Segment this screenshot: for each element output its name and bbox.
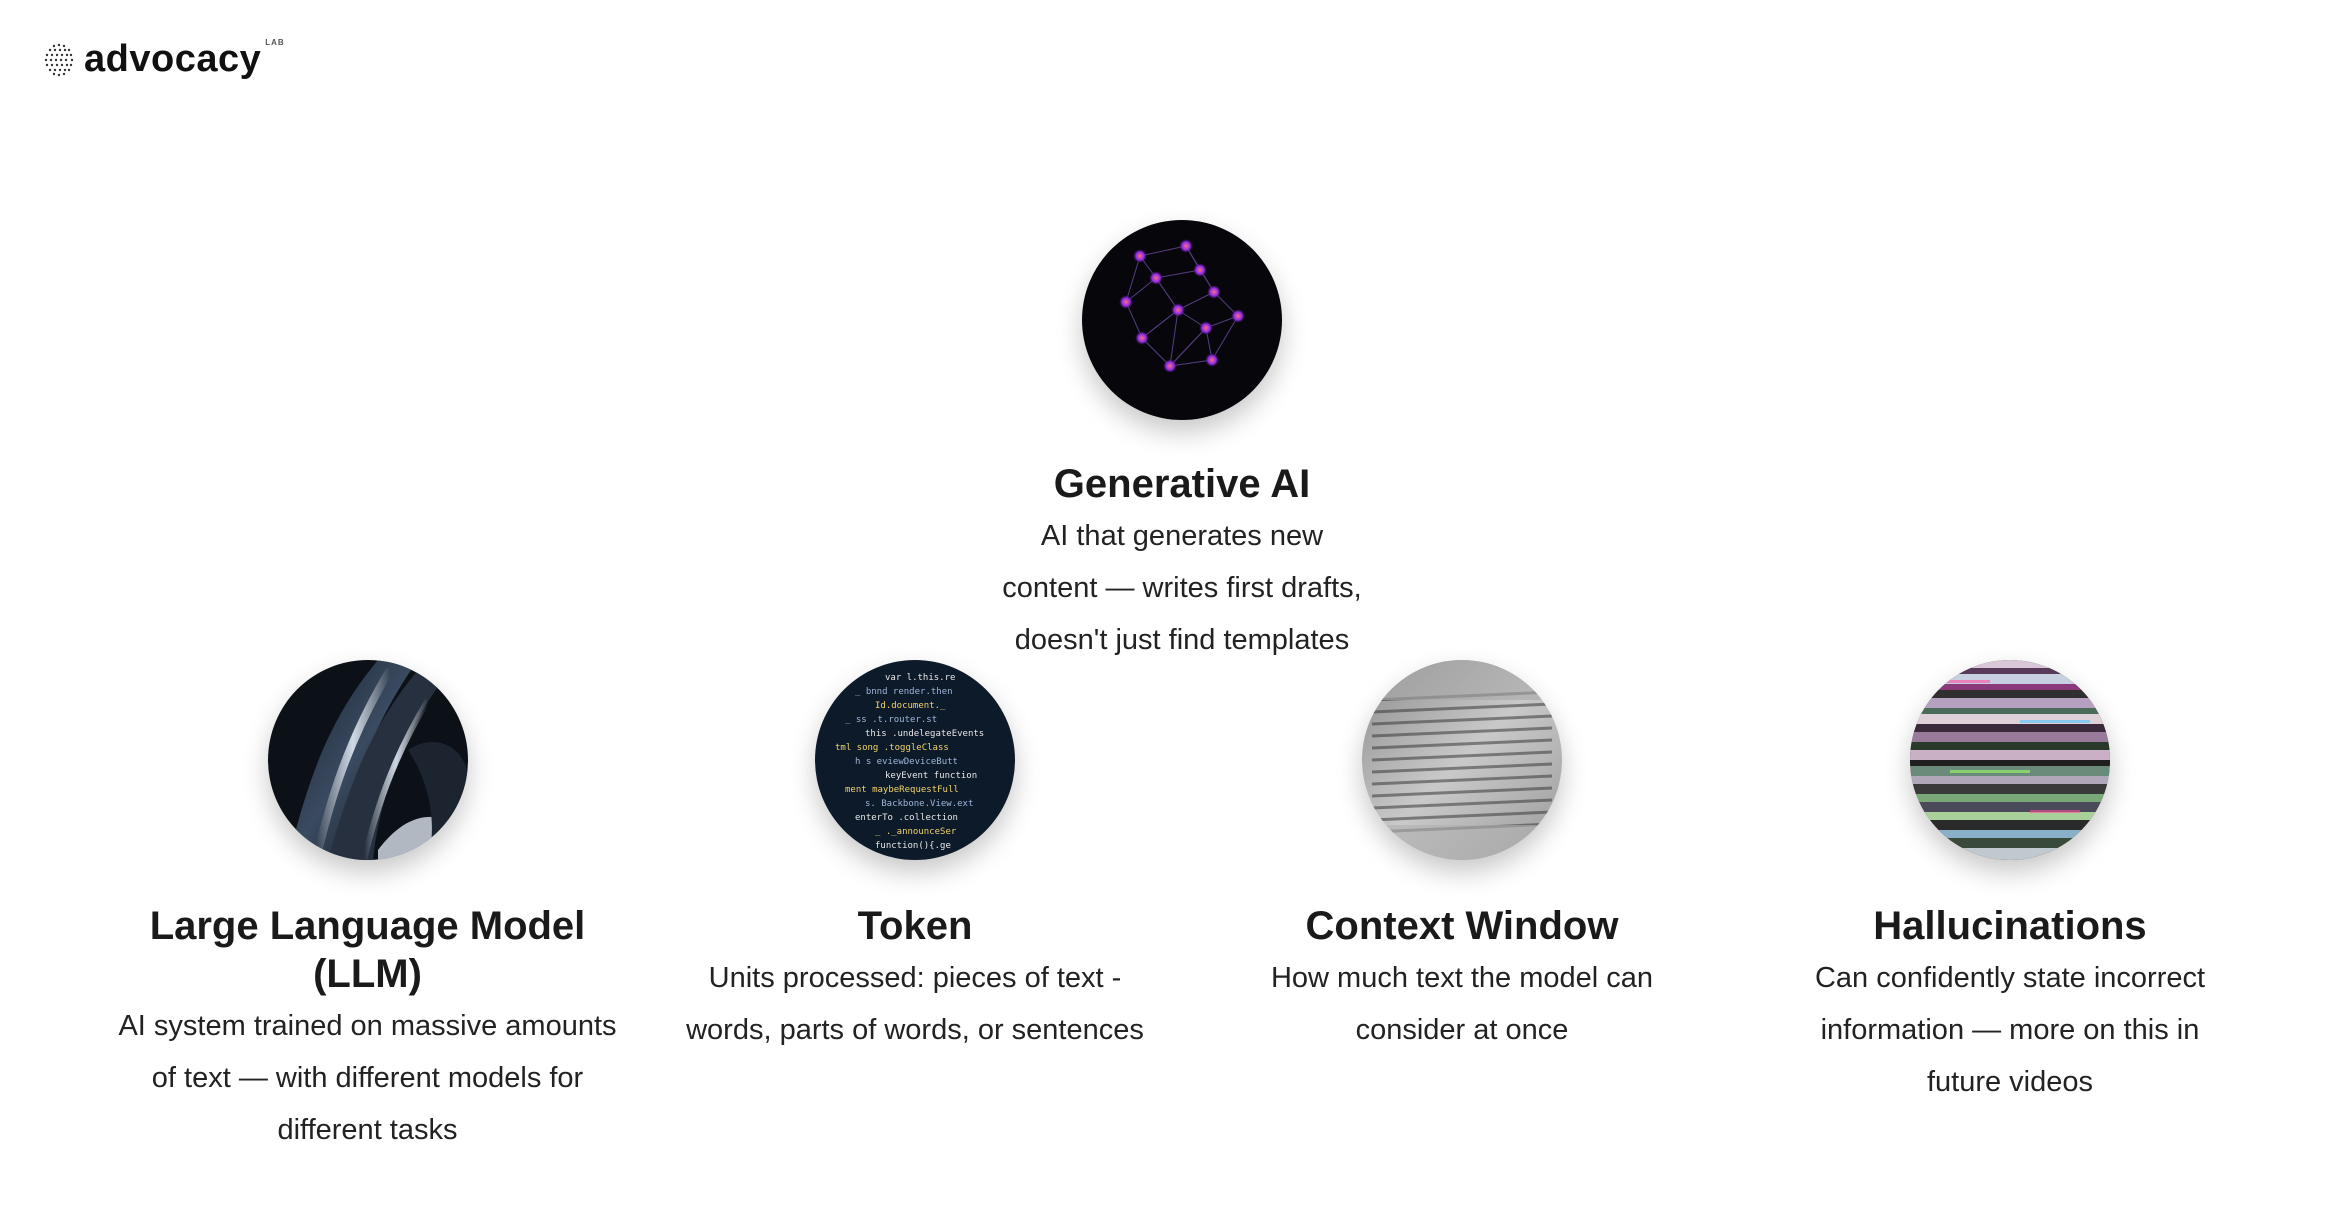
svg-text:h s eviewDeviceButt: h s eviewDeviceButt bbox=[855, 757, 958, 767]
card-description: How much text the model can consider at … bbox=[1270, 962, 1653, 1046]
svg-text:ment maybeRequestFull: ment maybeRequestFull bbox=[845, 785, 959, 795]
card-hallucinations: Hallucinations Can confidently state inc… bbox=[1780, 660, 2240, 1108]
neural-network-image bbox=[1082, 220, 1282, 420]
svg-text:_ ._announceSer: _ ._announceSer bbox=[875, 827, 957, 837]
card-description: Units processed: pieces of text - words,… bbox=[686, 962, 1144, 1046]
card-token: var l.this.re _ bnnd render.then Id.docu… bbox=[680, 660, 1150, 1056]
svg-text:_ ss .t.router.st: _ ss .t.router.st bbox=[845, 715, 937, 725]
brand-name: advocacy bbox=[84, 37, 262, 80]
card-title: Token bbox=[857, 904, 973, 948]
book-page-image bbox=[1362, 660, 1562, 860]
svg-text:function(){.ge: function(){.ge bbox=[875, 841, 951, 851]
card-title: Large Language Model (LLM) bbox=[149, 904, 586, 996]
globe-dots-icon bbox=[44, 43, 74, 77]
card-title: Generative AI bbox=[1053, 462, 1311, 506]
svg-text:s. Backbone.View.ext: s. Backbone.View.ext bbox=[865, 799, 973, 809]
brand-superscript: LAB bbox=[265, 38, 285, 47]
card-title: Context Window bbox=[1305, 904, 1619, 948]
card-llm: Large Language Model (LLM) AI system tra… bbox=[110, 660, 625, 1156]
svg-text:this .undelegateEvents: this .undelegateEvents bbox=[865, 729, 984, 739]
card-description: AI system trained on massive amounts of … bbox=[118, 1010, 617, 1146]
card-context-window: Context Window How much text the model c… bbox=[1232, 660, 1692, 1056]
svg-text:keyEvent function: keyEvent function bbox=[885, 771, 977, 781]
svg-text:tml song .toggleClass: tml song .toggleClass bbox=[835, 743, 949, 753]
card-generative-ai: Generative AI AI that generates new cont… bbox=[982, 220, 1382, 666]
brand-logo[interactable]: advocacy LAB bbox=[42, 34, 285, 84]
abstract-metal-image bbox=[267, 660, 468, 860]
svg-text:Id.document._: Id.document._ bbox=[875, 701, 946, 711]
svg-text:_ bnnd render.then: _ bnnd render.then bbox=[855, 687, 953, 697]
svg-text:enterTo .collection: enterTo .collection bbox=[855, 813, 958, 823]
card-title: Hallucinations bbox=[1873, 904, 2147, 948]
svg-text:var l.this.re: var l.this.re bbox=[885, 673, 955, 683]
glitch-image bbox=[1910, 660, 2110, 860]
code-screen-image: var l.this.re _ bnnd render.then Id.docu… bbox=[815, 660, 1015, 860]
card-description: Can confidently state incorrect informat… bbox=[1814, 962, 2206, 1098]
card-description: AI that generates new content — writes f… bbox=[1002, 520, 1362, 656]
